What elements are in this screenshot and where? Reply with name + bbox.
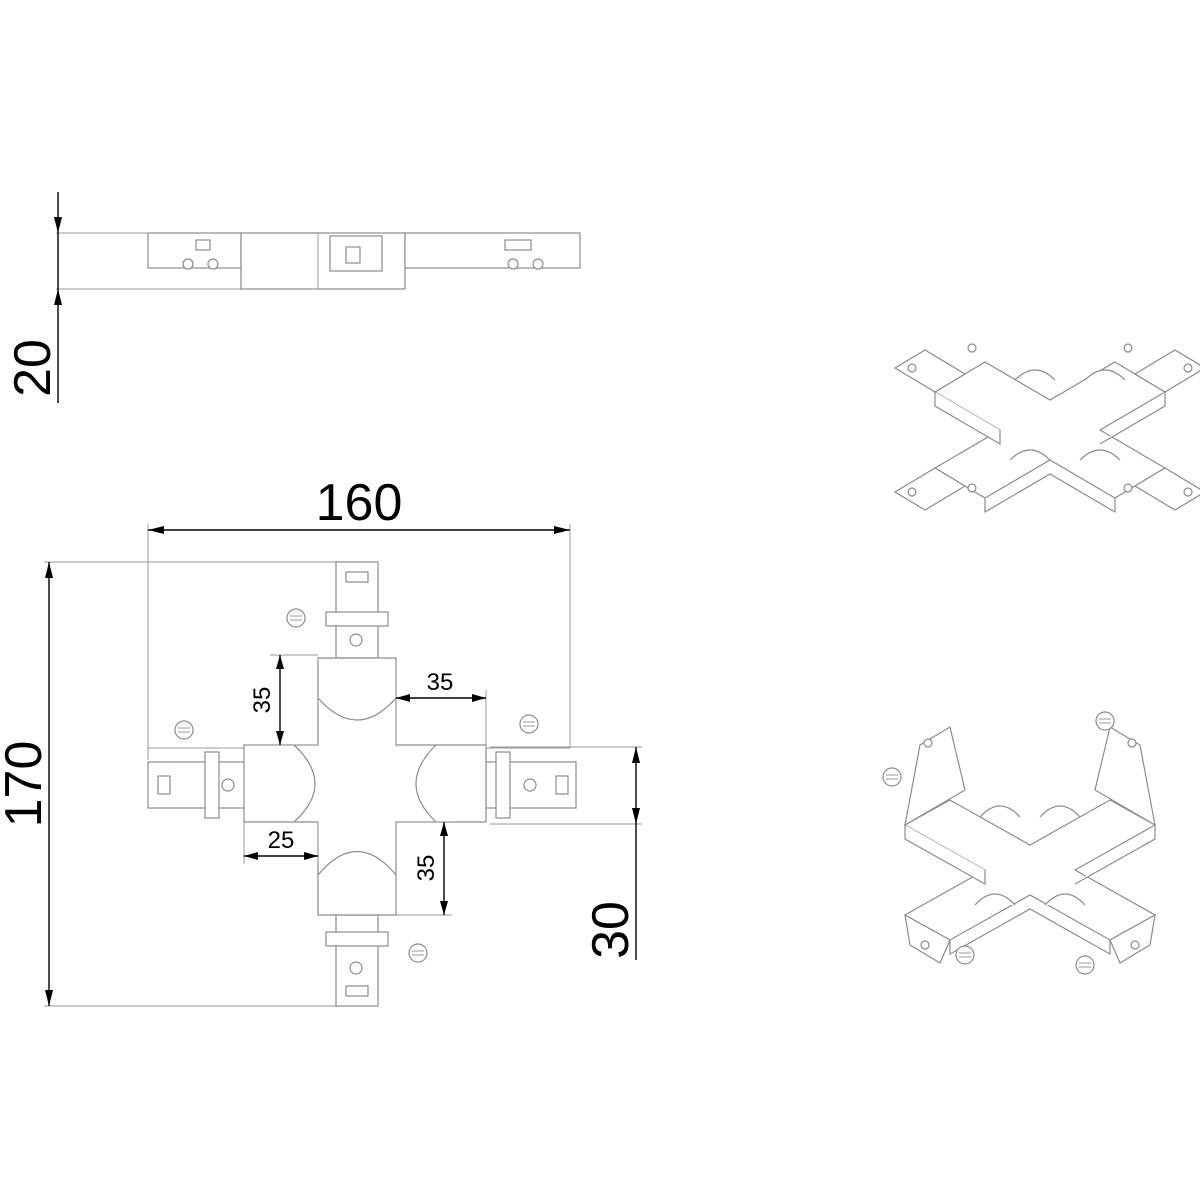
dim-arm-width: 30 — [582, 901, 640, 959]
screw-symbols — [174, 608, 539, 963]
dim-arm-offset-left: 25 — [268, 827, 295, 854]
dim-overall-width: 160 — [316, 474, 403, 532]
iso-view-top — [893, 343, 1200, 514]
dim-arm-length-bottom: 35 — [413, 855, 440, 882]
dim-arm-length-top: 35 — [249, 687, 276, 714]
side-view — [54, 192, 581, 403]
dim-overall-height: 170 — [0, 741, 53, 828]
plan-view — [44, 524, 642, 1007]
dim-height-side: 20 — [4, 339, 62, 397]
dim-arm-length-right: 35 — [427, 669, 454, 696]
iso-view-bottom — [882, 711, 1157, 975]
screw-symbols-iso — [882, 711, 1115, 975]
